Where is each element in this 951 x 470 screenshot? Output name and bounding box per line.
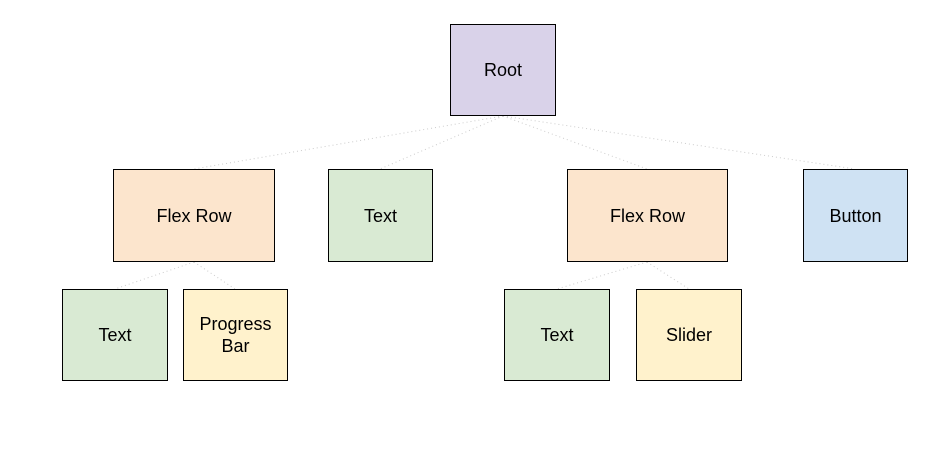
connector-root-flex-left [193,115,504,170]
connector-flex-left-progress [193,261,236,290]
connector-root-text-middle [379,115,504,170]
node-flex-row-right: Flex Row [567,169,728,262]
node-text-left-child: Text [62,289,168,381]
connector-root-button [502,115,856,170]
connector-flex-left-text [114,261,195,290]
connector-flex-right-text [556,261,648,290]
node-button: Button [803,169,908,262]
node-progress-bar: Progress Bar [183,289,288,381]
node-root: Root [450,24,556,116]
node-text-right-child: Text [504,289,610,381]
connector-root-flex-right [502,115,648,170]
node-flex-row-left: Flex Row [113,169,275,262]
node-text-middle: Text [328,169,433,262]
connector-flex-right-slider [646,261,690,290]
node-slider: Slider [636,289,742,381]
